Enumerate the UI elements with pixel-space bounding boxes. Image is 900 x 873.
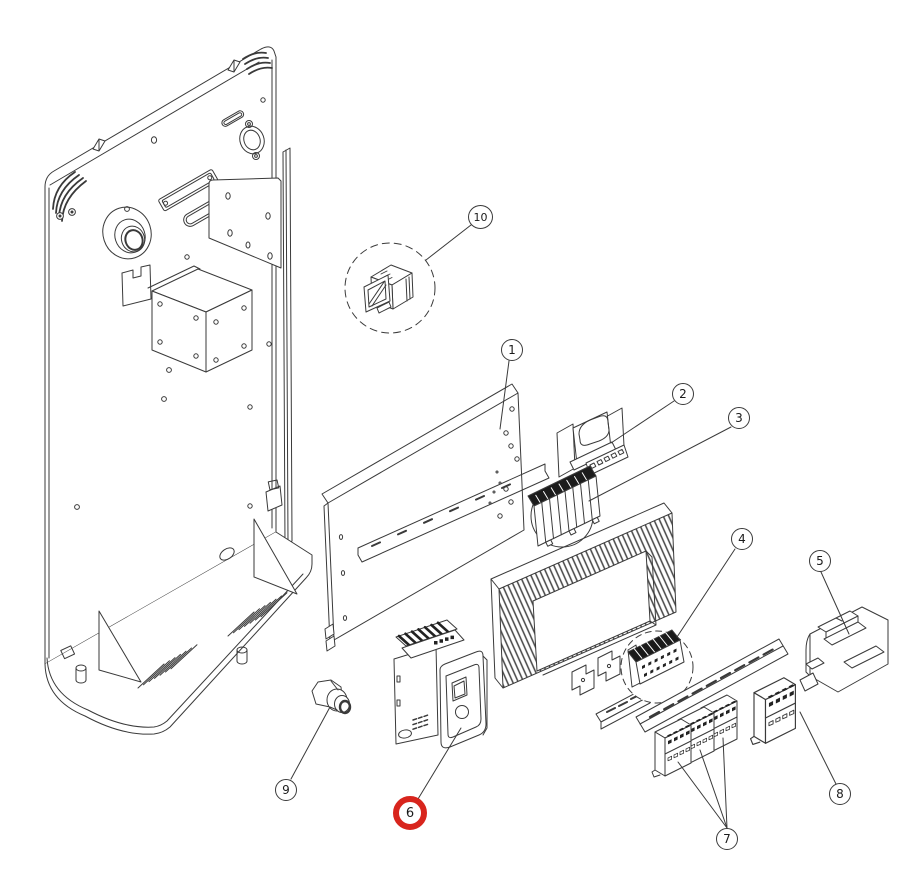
leader-line-7b — [699, 749, 728, 829]
bracket-plate — [208, 177, 282, 269]
leader-line-9 — [290, 706, 331, 780]
leader-line-6 — [417, 727, 462, 800]
leader-line-10 — [425, 224, 472, 261]
callout-balloon-7[interactable]: 7 — [716, 828, 738, 850]
connector-bar — [158, 169, 218, 212]
leader-line-1 — [499, 360, 510, 430]
panel-holes — [74, 97, 272, 510]
terminal-blocks-3 — [527, 465, 601, 547]
callout-balloon-1[interactable]: 1 — [501, 339, 523, 361]
din-rail-plate — [357, 463, 550, 563]
terminal-blocks-4 — [627, 629, 685, 688]
callout-balloon-5[interactable]: 5 — [809, 550, 831, 572]
leader-line-7a — [677, 761, 728, 829]
z-brackets — [571, 650, 621, 696]
shelf-box — [121, 264, 253, 373]
relay-module-8 — [749, 677, 796, 746]
enclosure-base-tray — [44, 518, 313, 735]
callout-balloon-9[interactable]: 9 — [275, 779, 297, 801]
callout-balloon-6[interactable]: 6 — [393, 796, 427, 830]
callout-balloon-10[interactable]: 10 — [468, 205, 493, 229]
contactor — [363, 264, 414, 314]
leader-line-3 — [588, 426, 732, 502]
long-din-rail — [635, 638, 789, 733]
leader-line-7c — [722, 737, 728, 829]
callout-balloon-3[interactable]: 3 — [728, 407, 750, 429]
transformer — [556, 407, 629, 478]
callout-balloon-4[interactable]: 4 — [731, 528, 753, 550]
leader-line-2 — [610, 400, 675, 444]
din-end-bracket — [799, 606, 889, 693]
leader-line-5 — [820, 571, 850, 635]
relay-module-7a — [651, 718, 692, 778]
callout-balloon-2[interactable]: 2 — [672, 383, 694, 405]
enclosure-back-panel — [44, 46, 293, 665]
mounting-plate — [321, 383, 525, 652]
round-opening — [102, 206, 152, 260]
leader-line-8 — [799, 711, 837, 785]
vfd-drive — [393, 619, 488, 749]
leader-line-4 — [676, 548, 736, 638]
side-rail — [265, 147, 293, 547]
callout-balloon-8[interactable]: 8 — [829, 783, 851, 805]
leader-lines — [290, 224, 850, 829]
cable-gland — [311, 679, 352, 715]
vent-frame — [490, 502, 677, 689]
